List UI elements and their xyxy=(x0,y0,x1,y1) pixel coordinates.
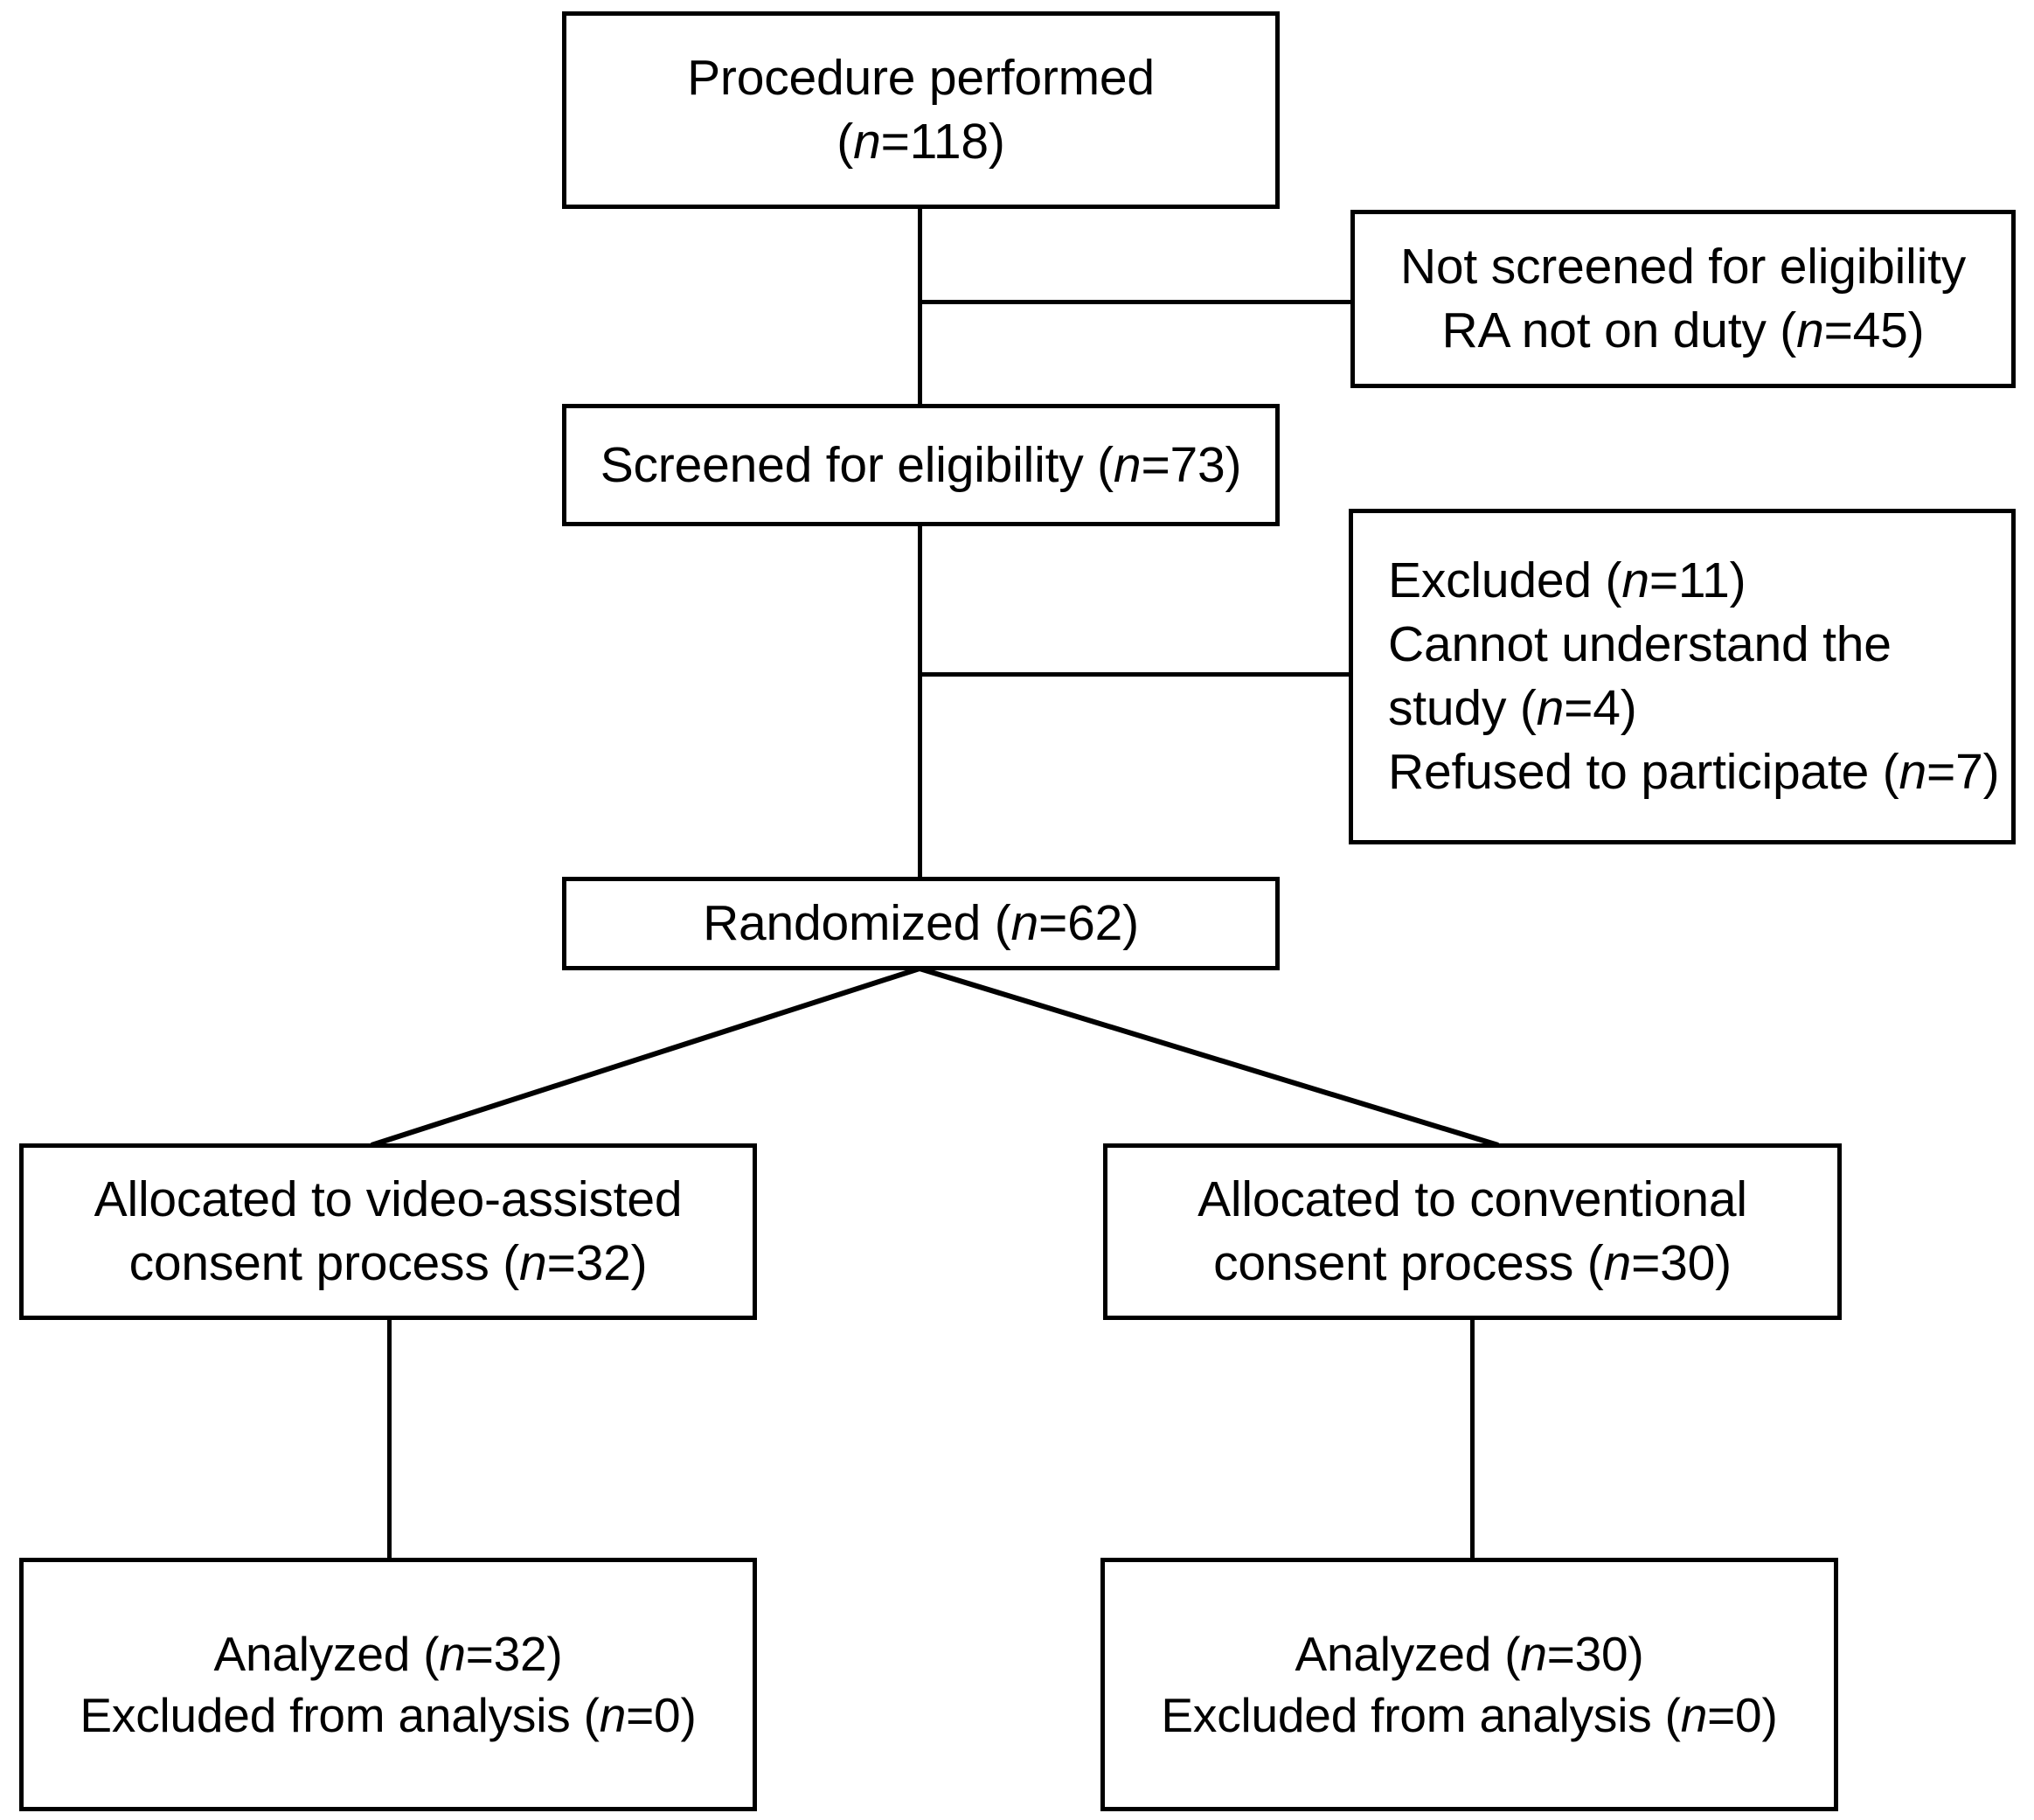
node-analyzed-conv-line2: Excluded from analysis (n=0) xyxy=(1161,1685,1777,1746)
excluded-n-symbol: n xyxy=(1621,552,1649,609)
procedure-n-prefix: ( xyxy=(837,114,854,170)
screened-n-symbol: n xyxy=(1113,436,1142,493)
node-alloc-conv-line2: consent process (n=30) xyxy=(1213,1232,1732,1296)
randomized-label: Randomized ( xyxy=(703,895,1011,952)
analyzed-conv-label: Analyzed ( xyxy=(1295,1626,1521,1681)
node-excluded-line2: Cannot understand the xyxy=(1388,616,1892,673)
alloc-video-n-symbol: n xyxy=(519,1235,547,1291)
excluded-cannot-understand-label: study ( xyxy=(1388,680,1537,736)
alloc-video-label: consent process ( xyxy=(128,1235,520,1291)
connector-screened-to-excluded xyxy=(918,672,1351,677)
connector-screened-to-randomized xyxy=(918,523,922,881)
analyzed-video-n-value: =32) xyxy=(465,1626,563,1681)
connector-procedure-to-not-screened xyxy=(918,300,1353,304)
excluded-n-value: =11) xyxy=(1649,552,1746,609)
analyzed-conv-excluded-label: Excluded from analysis ( xyxy=(1161,1688,1681,1742)
analyzed-video-excluded-label: Excluded from analysis ( xyxy=(80,1688,600,1742)
node-excluded-line1: Excluded (n=11) xyxy=(1353,549,1781,613)
node-excluded: Excluded (n=11) Cannot understand the st… xyxy=(1349,509,2016,844)
node-not-screened-line2: RA not on duty (n=45) xyxy=(1407,299,1960,363)
node-analyzed-video-line2: Excluded from analysis (n=0) xyxy=(80,1685,696,1746)
screened-n-value: =73) xyxy=(1141,436,1242,493)
screened-label: Screened for eligibility ( xyxy=(600,436,1114,493)
connector-alloc-video-to-analyzed xyxy=(387,1316,392,1561)
node-excluded-line3: study (n=4) xyxy=(1353,677,1672,740)
node-procedure-performed: Procedure performed (n=118) xyxy=(562,11,1280,209)
not-screened-n-value: =45) xyxy=(1823,302,1925,358)
analyzed-video-excluded-n-symbol: n xyxy=(599,1688,627,1742)
procedure-n-symbol: n xyxy=(853,114,881,170)
not-screened-n-symbol: n xyxy=(1796,302,1824,358)
analyzed-video-n-symbol: n xyxy=(439,1626,466,1681)
analyzed-conv-n-symbol: n xyxy=(1520,1626,1547,1681)
procedure-n-value: =118) xyxy=(880,114,1005,170)
node-excluded-line4: Refused to participate (n=7) xyxy=(1353,740,2034,804)
analyzed-conv-excluded-n-value: =0) xyxy=(1707,1688,1778,1742)
node-analyzed-video-assisted: Analyzed (n=32) Excluded from analysis (… xyxy=(19,1558,757,1811)
node-analyzed-video-line1: Analyzed (n=32) xyxy=(213,1623,562,1685)
excluded-refused-n-symbol: n xyxy=(1899,743,1927,800)
randomized-n-symbol: n xyxy=(1010,895,1039,952)
node-not-screened-line1: Not screened for eligibility xyxy=(1399,239,1967,295)
node-alloc-conv-line1: Allocated to conventional xyxy=(1197,1171,1747,1228)
node-randomized: Randomized (n=62) xyxy=(562,877,1280,970)
excluded-cannot-understand-n-symbol: n xyxy=(1536,680,1565,736)
excluded-refused-label: Refused to participate ( xyxy=(1388,743,1899,800)
node-allocated-conventional: Allocated to conventional consent proces… xyxy=(1103,1143,1842,1320)
node-alloc-video-line2: consent process (n=32) xyxy=(129,1232,648,1296)
randomized-n-value: =62) xyxy=(1038,895,1139,952)
not-screened-reason: RA not on duty ( xyxy=(1441,302,1797,358)
node-screened-for-eligibility: Screened for eligibility (n=73) xyxy=(562,404,1280,526)
excluded-label: Excluded ( xyxy=(1388,552,1622,609)
connector-procedure-to-screened xyxy=(918,206,922,407)
node-procedure-line2: (n=118) xyxy=(837,110,1005,174)
node-not-screened-for-eligibility: Not screened for eligibility RA not on d… xyxy=(1350,210,2016,388)
alloc-conv-n-value: =30) xyxy=(1631,1235,1732,1291)
excluded-refused-n-value: =7) xyxy=(1926,743,2000,800)
alloc-video-n-value: =32) xyxy=(546,1235,648,1291)
node-analyzed-conv-line1: Analyzed (n=30) xyxy=(1295,1623,1643,1685)
excluded-cannot-understand-n-value: =4) xyxy=(1564,680,1637,736)
analyzed-conv-excluded-n-symbol: n xyxy=(1680,1688,1708,1742)
analyzed-conv-n-value: =30) xyxy=(1546,1626,1644,1681)
alloc-conv-n-symbol: n xyxy=(1603,1235,1632,1291)
analyzed-video-excluded-n-value: =0) xyxy=(626,1688,697,1742)
connector-alloc-conventional-to-analyzed xyxy=(1470,1316,1475,1561)
node-allocated-video-assisted: Allocated to video-assisted consent proc… xyxy=(19,1143,757,1320)
alloc-conv-label: consent process ( xyxy=(1213,1235,1604,1291)
analyzed-video-label: Analyzed ( xyxy=(213,1626,440,1681)
node-alloc-video-line1: Allocated to video-assisted xyxy=(94,1171,683,1228)
node-analyzed-conventional: Analyzed (n=30) Excluded from analysis (… xyxy=(1100,1558,1838,1811)
node-randomized-line1: Randomized (n=62) xyxy=(703,892,1139,955)
node-procedure-line1: Procedure performed xyxy=(687,50,1155,107)
node-screened-line1: Screened for eligibility (n=73) xyxy=(600,434,1242,497)
